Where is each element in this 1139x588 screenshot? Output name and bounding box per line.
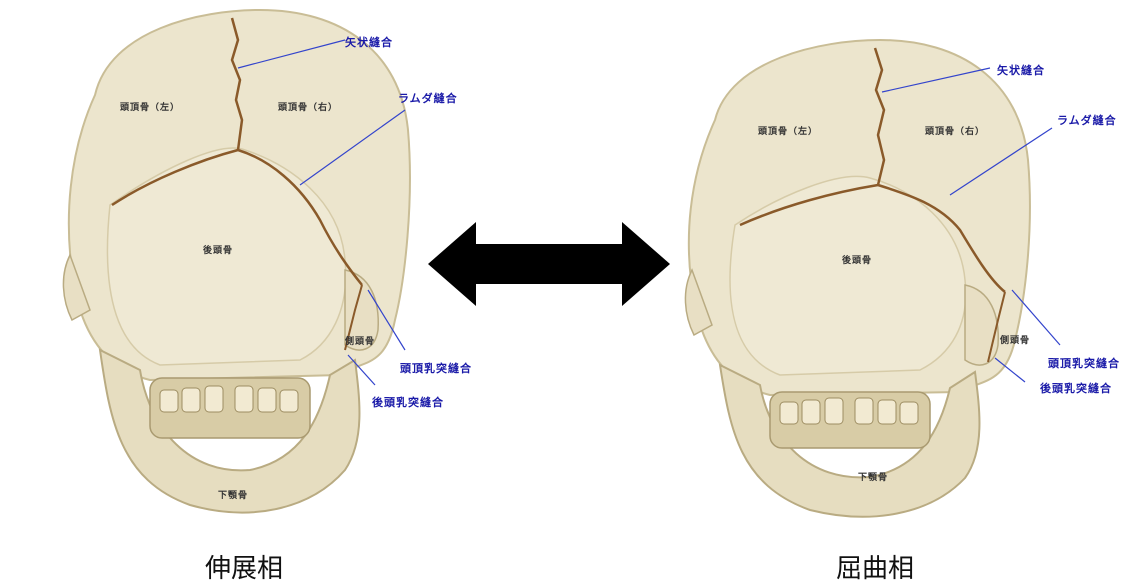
skull-illustration — [620, 0, 1139, 540]
temporal-label: 側頭骨 — [1000, 333, 1030, 346]
extension-phase-caption: 伸展相 — [205, 548, 283, 585]
parietal-left-label: 頭頂骨（左） — [120, 100, 180, 113]
lambdoid-suture-label: ラムダ縫合 — [398, 90, 458, 106]
occipital-label: 後頭骨 — [203, 243, 233, 256]
lambdoid-suture-label: ラムダ縫合 — [1057, 112, 1117, 128]
occipitomastoid-suture-label: 後頭乳突縫合 — [372, 394, 444, 410]
parietal-left-label: 頭頂骨（左） — [758, 124, 818, 137]
parietomastoid-suture-label: 頭頂乳突縫合 — [400, 360, 472, 376]
parietal-right-label: 頭頂骨（右） — [925, 124, 985, 137]
mandible-label: 下顎骨 — [218, 488, 248, 501]
occipital-label: 後頭骨 — [842, 253, 872, 266]
parietomastoid-suture-label: 頭頂乳突縫合 — [1048, 355, 1120, 371]
sagittal-suture-label: 矢状縫合 — [997, 62, 1045, 78]
mandible-label: 下顎骨 — [858, 470, 888, 483]
occipitomastoid-suture-label: 後頭乳突縫合 — [1040, 380, 1112, 396]
sagittal-suture-label: 矢状縫合 — [345, 34, 393, 50]
temporal-label: 側頭骨 — [345, 334, 375, 347]
parietal-right-label: 頭頂骨（右） — [278, 100, 338, 113]
skull-panel-flexion: 矢状縫合 ラムダ縫合 頭頂骨（左） 頭頂骨（右） 後頭骨 側頭骨 頭頂乳突縫合 … — [620, 0, 1139, 540]
flexion-phase-caption: 屈曲相 — [836, 548, 914, 585]
